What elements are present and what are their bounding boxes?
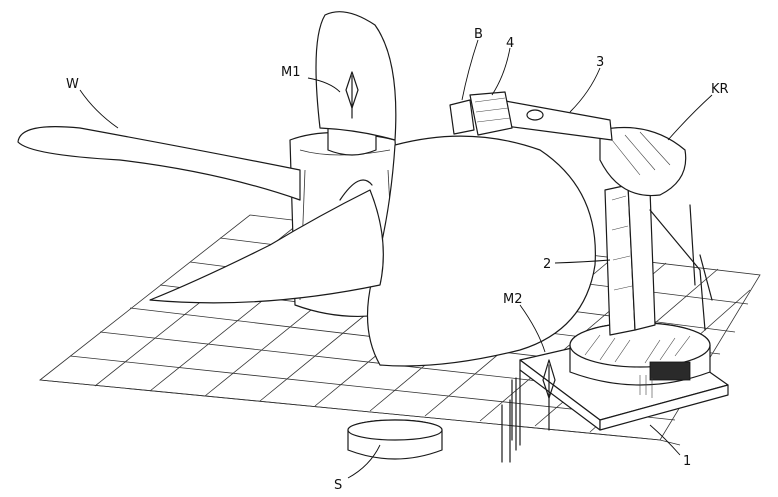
labels: W M1 B 4 3 KR 2 M2 S 1 xyxy=(66,27,729,493)
label-3: 3 xyxy=(596,55,604,70)
label-s: S xyxy=(334,478,342,493)
sensor-m2 xyxy=(542,359,556,431)
label-2: 2 xyxy=(543,257,551,272)
propeller-blades xyxy=(17,11,596,367)
disc-s xyxy=(347,419,443,460)
label-kr: KR xyxy=(711,82,729,97)
label-1: 1 xyxy=(683,454,691,469)
leader-lines xyxy=(79,39,713,479)
label-w: W xyxy=(66,77,79,92)
label-m1: M1 xyxy=(281,65,301,80)
label-4: 4 xyxy=(506,36,514,51)
sensor-m1 xyxy=(345,71,359,119)
label-b: B xyxy=(474,27,483,42)
label-m2: M2 xyxy=(503,292,523,307)
robot-arm xyxy=(449,91,713,398)
